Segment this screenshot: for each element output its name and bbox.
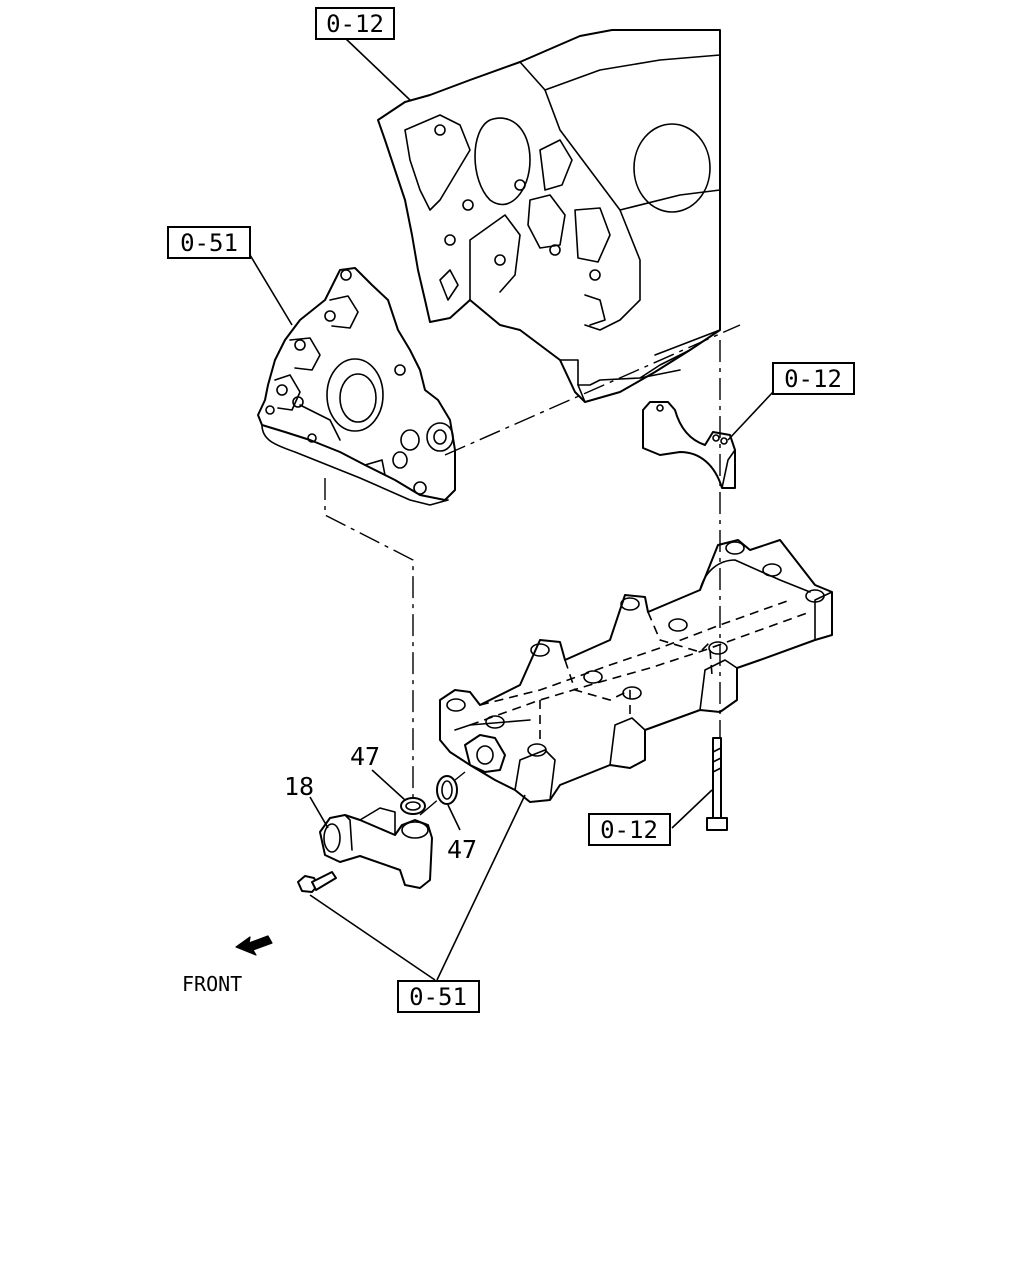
front-arrow-icon bbox=[235, 935, 273, 956]
cylinder-block bbox=[377, 29, 721, 403]
ref-box-block-top: 0-12 bbox=[315, 7, 395, 40]
front-label: FRONT bbox=[182, 972, 242, 996]
part-number-oring-left: 47 bbox=[350, 742, 380, 771]
svg-text:0-12: 0-12 bbox=[326, 10, 384, 38]
oil-pipe bbox=[319, 807, 433, 889]
ref-box-bolt: 0-12 bbox=[588, 813, 671, 846]
svg-text:0-12: 0-12 bbox=[784, 365, 842, 393]
part-number-oring-right: 47 bbox=[447, 835, 477, 864]
oring-right bbox=[436, 775, 458, 805]
bearing-cap bbox=[642, 401, 736, 489]
ref-box-pipe: 0-51 bbox=[397, 980, 480, 1013]
svg-text:0-51: 0-51 bbox=[409, 983, 467, 1011]
svg-text:0-12: 0-12 bbox=[600, 816, 658, 844]
long-bolt bbox=[706, 737, 728, 831]
svg-text:0-51: 0-51 bbox=[180, 229, 238, 257]
ref-box-pump: 0-51 bbox=[167, 226, 251, 259]
part-number-pipe: 18 bbox=[284, 772, 314, 801]
center-lines bbox=[324, 324, 741, 816]
ref-box-bearing-cap: 0-12 bbox=[772, 362, 855, 395]
oil-pump bbox=[257, 267, 456, 506]
leader-lines bbox=[249, 37, 774, 981]
pipe-bolt bbox=[297, 871, 337, 893]
stiffener-frame bbox=[439, 539, 833, 803]
